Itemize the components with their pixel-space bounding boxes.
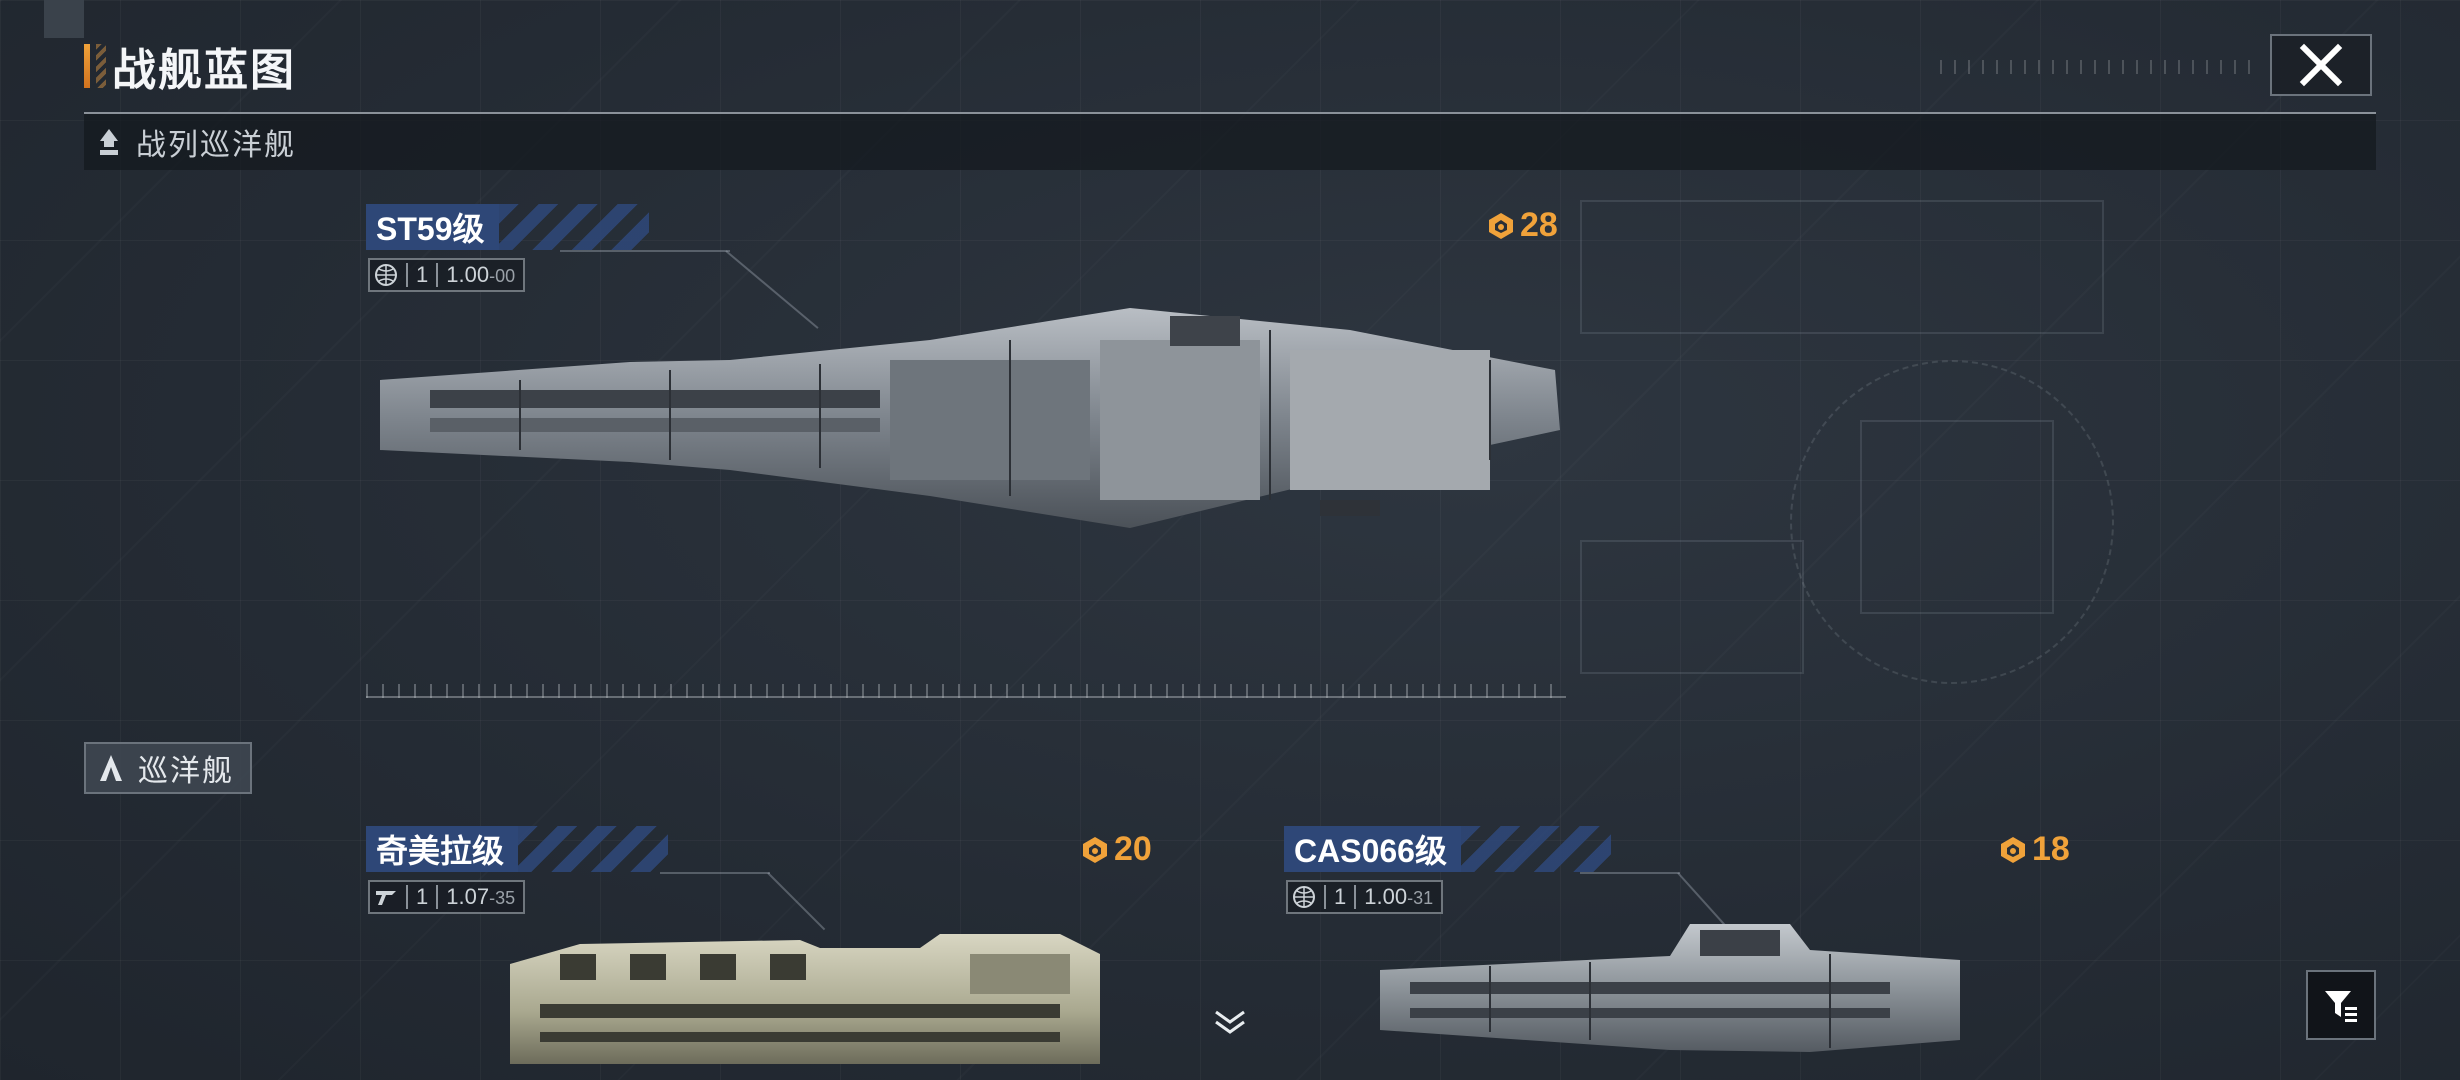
ship-level: 1 <box>416 262 429 287</box>
ship-stat-box: 1 1.00-31 <box>1286 880 1444 914</box>
leader-line <box>1580 872 1680 874</box>
ship-stat-value: 1.00-31 <box>1360 884 1441 910</box>
cost-value: 28 <box>1520 206 1558 244</box>
blueprint-panel <box>1580 540 1804 674</box>
stat-separator <box>1324 885 1326 909</box>
globe-icon <box>1293 886 1315 908</box>
category-label: 巡洋舰 <box>138 755 234 788</box>
category-label: 战列巡洋舰 <box>136 129 296 162</box>
name-stripe-decoration <box>1460 826 1611 872</box>
stat-main: 1.00 <box>1364 884 1408 909</box>
cost-value: 18 <box>2032 830 2070 868</box>
ship-image-cas066[interactable] <box>1370 920 1970 1060</box>
blueprint-panel <box>1580 200 2104 334</box>
length-ruler <box>366 684 1566 698</box>
stat-separator <box>406 263 408 287</box>
corner-decoration <box>44 0 84 38</box>
leader-line <box>660 872 770 874</box>
page-title: 战舰蓝图 <box>112 46 296 95</box>
blueprint-cost-icon <box>1083 836 1107 863</box>
close-button[interactable] <box>2270 34 2372 96</box>
ship-cost: 18 <box>1998 830 2070 869</box>
ship-name: ST59级 <box>366 204 499 250</box>
ship-stat-value: 1.00-00 <box>442 262 523 288</box>
blueprint-panel <box>1860 420 2054 614</box>
stat-separator <box>436 263 439 287</box>
stat-sub: -00 <box>489 266 516 286</box>
scroll-down-icon[interactable] <box>1210 1008 1250 1038</box>
faction-emblem-icon <box>376 891 396 905</box>
cost-value: 20 <box>1114 830 1152 868</box>
ship-level: 1 <box>1334 884 1347 909</box>
ship-image-st59[interactable] <box>370 300 1570 540</box>
stat-main: 1.00 <box>446 262 490 287</box>
ship-stat-box: 1 1.07-35 <box>368 880 526 914</box>
top-tick-decoration <box>1940 60 2260 74</box>
page-header: 战舰蓝图 <box>84 42 296 95</box>
title-accent <box>84 44 90 88</box>
leader-line <box>560 250 730 252</box>
ship-cost: 28 <box>1486 206 1558 245</box>
name-stripe-decoration <box>498 204 649 250</box>
blueprint-radar-circle <box>1790 360 2114 684</box>
stat-main: 1.07 <box>446 884 490 909</box>
title-stripe <box>96 44 106 88</box>
ship-card-cas066[interactable]: CAS066级 <box>1284 826 1611 872</box>
stat-separator <box>1354 885 1357 909</box>
battlecruiser-class-icon <box>100 129 118 155</box>
stat-sub: -31 <box>1407 888 1434 908</box>
globe-icon <box>375 264 397 286</box>
cruiser-class-icon <box>100 755 122 781</box>
ship-name: 奇美拉级 <box>366 826 519 872</box>
category-header-battlecruiser: 战列巡洋舰 <box>84 114 2376 170</box>
filter-button[interactable] <box>2306 970 2376 1040</box>
ship-level: 1 <box>416 884 429 909</box>
header-divider <box>84 112 2376 114</box>
ship-stat-box: 1 1.00-00 <box>368 258 526 292</box>
stat-separator <box>406 885 408 909</box>
ship-stat-value: 1.07-35 <box>442 884 523 910</box>
blueprint-cost-icon <box>1489 212 1513 239</box>
ship-card-chimera[interactable]: 奇美拉级 <box>366 826 669 872</box>
close-icon <box>2299 43 2343 87</box>
category-header-cruiser: 巡洋舰 <box>84 742 252 794</box>
stat-separator <box>436 885 439 909</box>
stat-sub: -35 <box>489 888 516 908</box>
ship-cost: 20 <box>1080 830 1152 869</box>
name-stripe-decoration <box>518 826 669 872</box>
ship-image-chimera[interactable] <box>500 924 1110 1064</box>
ship-card-st59[interactable]: ST59级 <box>366 204 649 250</box>
ship-name: CAS066级 <box>1284 826 1461 872</box>
filter-icon <box>2325 991 2357 1022</box>
blueprint-cost-icon <box>2001 836 2025 863</box>
